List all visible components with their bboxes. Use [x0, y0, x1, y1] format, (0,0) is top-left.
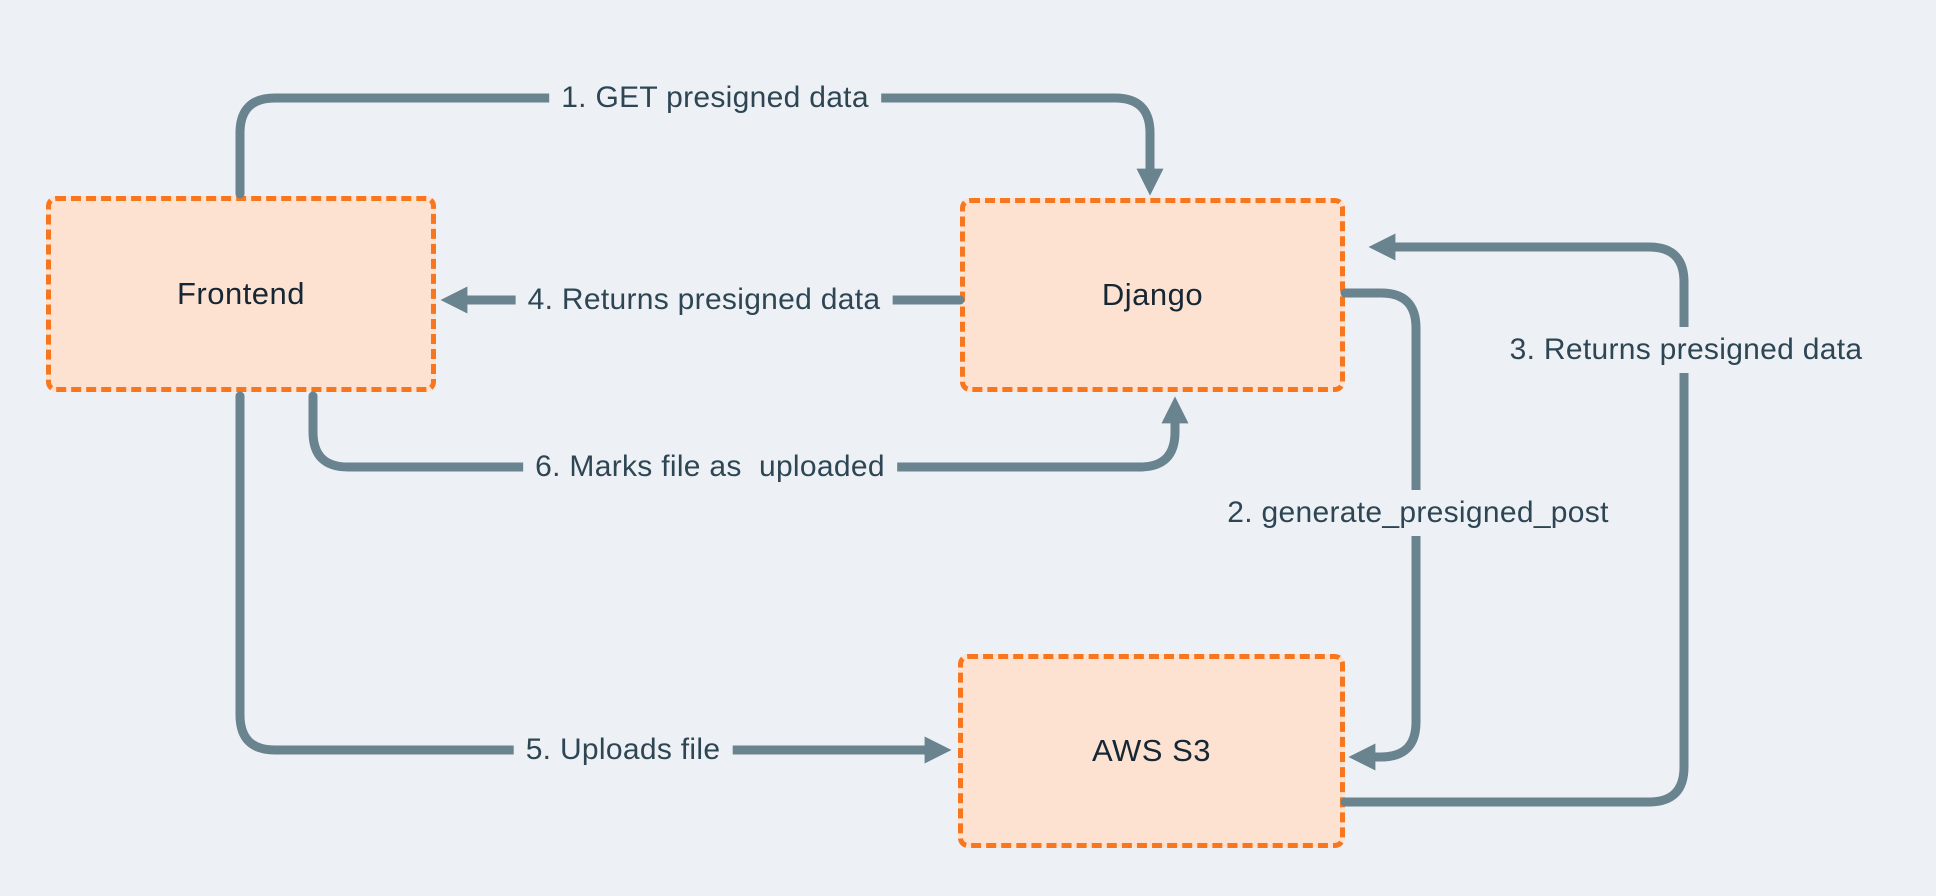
node-frontend: Frontend: [46, 196, 436, 392]
node-frontend-label: Frontend: [176, 276, 306, 311]
node-aws-s3: AWS S3: [958, 654, 1345, 848]
node-aws-s3-label: AWS S3: [1092, 733, 1211, 768]
node-django: Django: [960, 198, 1345, 392]
edge-label-returns-presigned-data-frontend: 4. Returns presigned data: [515, 277, 893, 323]
edge-label-marks-file-uploaded: 6. Marks file as uploaded: [523, 444, 897, 490]
edge-label-returns-presigned-data-s3: 3. Returns presigned data: [1497, 327, 1875, 373]
edge-label-get-presigned-data: 1. GET presigned data: [549, 75, 881, 121]
node-django-label: Django: [1101, 277, 1204, 312]
edge-label-generate-presigned-post: 2. generate_presigned_post: [1215, 490, 1621, 536]
edge-label-uploads-file: 5. Uploads file: [513, 727, 733, 773]
